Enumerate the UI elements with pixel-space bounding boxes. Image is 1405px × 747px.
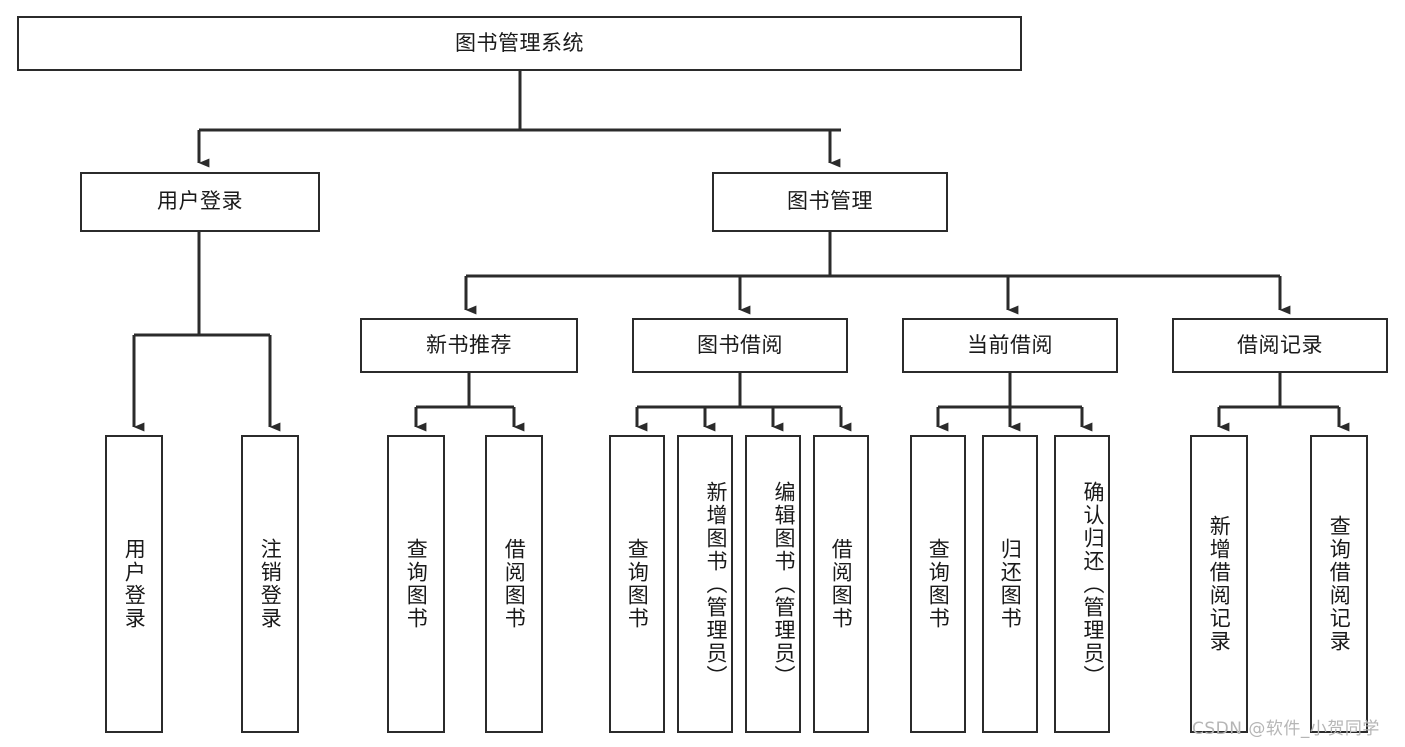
leaf-edit-book-label: 编辑图书（管理员） [772,480,796,688]
node-current-borrow-label: 当前借阅 [967,332,1053,357]
leaf-query-book-3-label: 查询图书 [926,538,951,630]
leaf-confirm-return[interactable]: 确认归还（管理员） [1054,435,1110,733]
node-book-management[interactable]: 图书管理 [712,172,948,232]
leaf-borrow-book-2-label: 借阅图书 [829,538,854,630]
node-book-borrow[interactable]: 图书借阅 [632,318,848,373]
leaf-query-borrow-record[interactable]: 查询借阅记录 [1310,435,1368,733]
leaf-edit-book[interactable]: 编辑图书（管理员） [745,435,801,733]
node-book-management-label: 图书管理 [787,189,873,214]
node-new-book-recommend[interactable]: 新书推荐 [360,318,578,373]
node-new-book-recommend-label: 新书推荐 [426,332,512,357]
leaf-user-logout[interactable]: 注销登录 [241,435,299,733]
leaf-add-borrow-record[interactable]: 新增借阅记录 [1190,435,1248,733]
leaf-add-borrow-record-label: 新增借阅记录 [1207,515,1232,653]
leaf-user-login-label: 用户登录 [122,538,147,630]
leaf-user-login[interactable]: 用户登录 [105,435,163,733]
leaf-confirm-return-label: 确认归还（管理员） [1081,480,1105,688]
node-book-borrow-label: 图书借阅 [697,332,783,357]
leaf-add-book-label: 新增图书（管理员） [704,480,728,688]
csdn-watermark: CSDN @软件_小贺同学 [1192,719,1380,739]
leaf-return-book-label: 归还图书 [998,538,1023,630]
node-borrow-record-label: 借阅记录 [1237,332,1323,357]
leaf-add-book[interactable]: 新增图书（管理员） [677,435,733,733]
leaf-query-book-2-label: 查询图书 [625,538,650,630]
node-user-login-label: 用户登录 [157,189,243,214]
leaf-user-logout-label: 注销登录 [258,538,283,630]
leaf-query-book-2[interactable]: 查询图书 [609,435,665,733]
leaf-return-book[interactable]: 归还图书 [982,435,1038,733]
leaf-borrow-book-2[interactable]: 借阅图书 [813,435,869,733]
leaf-query-book-1[interactable]: 查询图书 [387,435,445,733]
leaf-borrow-book-1-label: 借阅图书 [502,538,527,630]
node-root[interactable]: 图书管理系统 [17,16,1022,71]
leaf-borrow-book-1[interactable]: 借阅图书 [485,435,543,733]
node-root-label: 图书管理系统 [455,30,584,55]
leaf-query-borrow-record-label: 查询借阅记录 [1327,515,1352,653]
node-borrow-record[interactable]: 借阅记录 [1172,318,1388,373]
leaf-query-book-1-label: 查询图书 [404,538,429,630]
node-user-login[interactable]: 用户登录 [80,172,320,232]
leaf-query-book-3[interactable]: 查询图书 [910,435,966,733]
node-current-borrow[interactable]: 当前借阅 [902,318,1118,373]
